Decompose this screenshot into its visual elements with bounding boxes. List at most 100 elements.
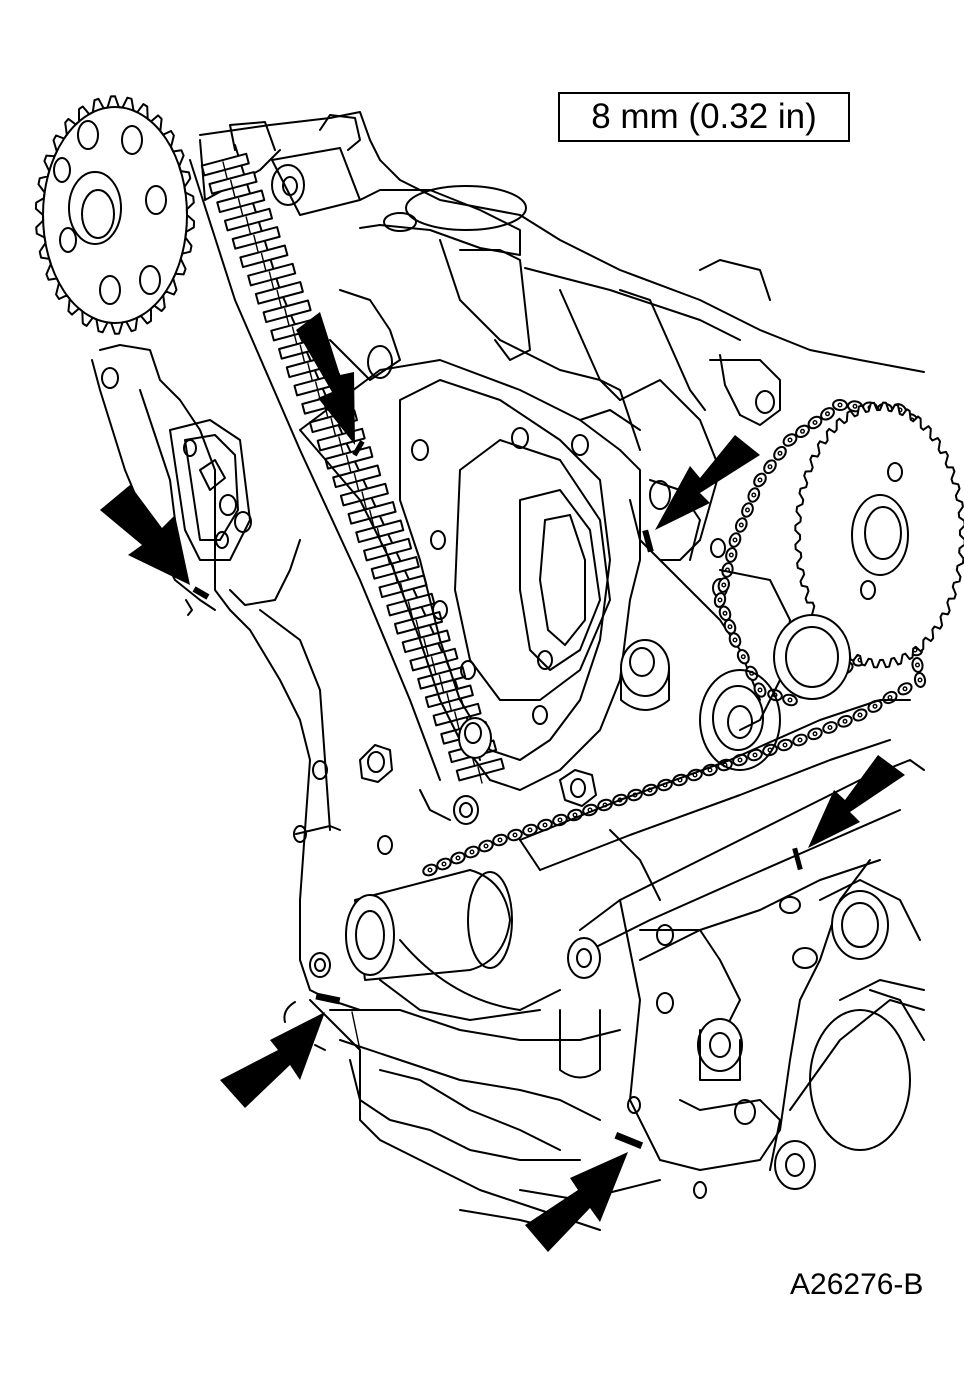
chain-roller — [753, 682, 767, 698]
chain-link — [208, 171, 258, 195]
chain-roller-pin — [483, 843, 489, 849]
chain-roller-pin — [722, 610, 728, 616]
chain-roller — [713, 592, 727, 608]
timing-cover-flange-left — [91, 344, 393, 1011]
chain-roller — [773, 445, 787, 461]
center-flange-plate — [299, 359, 670, 825]
figure-id-label: A26276-B — [790, 1268, 924, 1301]
chain-roller — [911, 657, 924, 673]
crankshaft-area — [699, 569, 851, 771]
chain-link — [417, 666, 467, 690]
chain-roller-pin — [427, 867, 433, 873]
chain-roller — [777, 738, 793, 752]
chain-roller-pin — [752, 752, 758, 758]
chain-link — [200, 152, 250, 177]
chain-roller — [728, 532, 742, 548]
chain-roller — [745, 665, 759, 681]
chain-roller — [763, 459, 777, 475]
chain-link-pin — [260, 252, 267, 271]
callout-arrow-bottom-left — [220, 992, 341, 1108]
chain-roller — [725, 547, 738, 563]
chain-roller-pin — [825, 411, 831, 417]
chain-link — [370, 556, 420, 580]
chain-link-pin — [284, 308, 290, 326]
callout-arrow-right-lower — [792, 755, 905, 871]
callout-arrow-center — [296, 312, 365, 457]
chain-roller — [464, 845, 480, 859]
chain-roller — [782, 693, 798, 707]
lower-chain-guide — [519, 699, 911, 901]
chain-roller-pin — [777, 450, 783, 456]
chain-roller — [718, 605, 732, 622]
chain-link — [216, 189, 266, 214]
chain-roller-pin — [757, 687, 763, 693]
chain-link-pin — [338, 436, 344, 454]
chain-roller — [913, 672, 927, 688]
chain-roller — [721, 562, 734, 578]
oil-pan — [309, 999, 661, 1231]
chain-roller-pin — [872, 703, 878, 709]
chain-roller — [507, 828, 523, 842]
chain-link — [239, 244, 289, 269]
chain-roller-pin — [852, 403, 858, 409]
chain-link — [363, 537, 413, 562]
chain-roller-pin — [512, 832, 518, 838]
chain-roller — [736, 649, 750, 665]
chain-link-pin — [415, 619, 421, 637]
dimension-callout-box: 8 mm (0.32 in) — [558, 92, 850, 142]
chain-link-pin — [330, 418, 336, 436]
chain-link-pin — [407, 601, 414, 619]
chain-link — [393, 611, 443, 635]
chain-roller-pin — [745, 507, 751, 513]
chain-roller-pin — [902, 686, 908, 692]
chain-link — [432, 702, 482, 727]
chain-roller-pin — [572, 812, 578, 818]
chain-link — [223, 207, 273, 232]
chain-roller — [702, 763, 718, 777]
chain-roller-pin — [732, 537, 738, 543]
chain-roller-pin — [857, 712, 863, 718]
chain-link — [424, 684, 474, 709]
chain-roller-pin — [767, 464, 773, 470]
chain-roller — [807, 415, 823, 430]
chain-roller-pin — [812, 731, 818, 737]
chain-roller — [882, 690, 898, 705]
chain-roller — [837, 714, 853, 728]
chain-roller-pin — [782, 742, 788, 748]
lower-front-cover — [567, 759, 925, 1199]
chain-roller — [450, 851, 466, 865]
chain-roller — [897, 682, 913, 696]
chain-roller-pin — [497, 837, 503, 843]
chain-roller-pin — [837, 402, 843, 408]
callout-arrow-left-upper — [100, 485, 210, 616]
chain-link-pin — [361, 491, 367, 509]
chain-roller-pin — [757, 477, 763, 483]
chain-link — [355, 519, 405, 544]
chain-link — [231, 226, 281, 250]
chain-roller-pin — [455, 855, 461, 861]
chain-roller — [734, 517, 748, 533]
chain-roller-pin — [842, 718, 848, 724]
chain-roller — [747, 748, 763, 762]
chain-roller-pin — [441, 861, 447, 867]
chain-roller-pin — [542, 822, 548, 828]
chain-link-pin — [291, 326, 298, 344]
chain-roller-pin — [915, 662, 921, 668]
chain-link-pin — [222, 161, 228, 179]
chain-link — [339, 482, 389, 507]
chain-roller — [782, 433, 798, 447]
chain-roller — [747, 487, 761, 503]
chain-link-pin — [454, 711, 460, 729]
chain-roller-pin — [787, 697, 793, 703]
chain-link-pin — [430, 656, 437, 674]
callout-arrows — [100, 312, 905, 1252]
callout-arrow-right-upper — [642, 435, 760, 553]
chain-roller — [492, 833, 508, 847]
chain-link-pin — [369, 509, 375, 527]
chain-roller — [753, 472, 767, 488]
chain-link-pin — [245, 216, 251, 234]
chain-roller — [478, 839, 494, 853]
chain-roller-pin — [557, 817, 563, 823]
